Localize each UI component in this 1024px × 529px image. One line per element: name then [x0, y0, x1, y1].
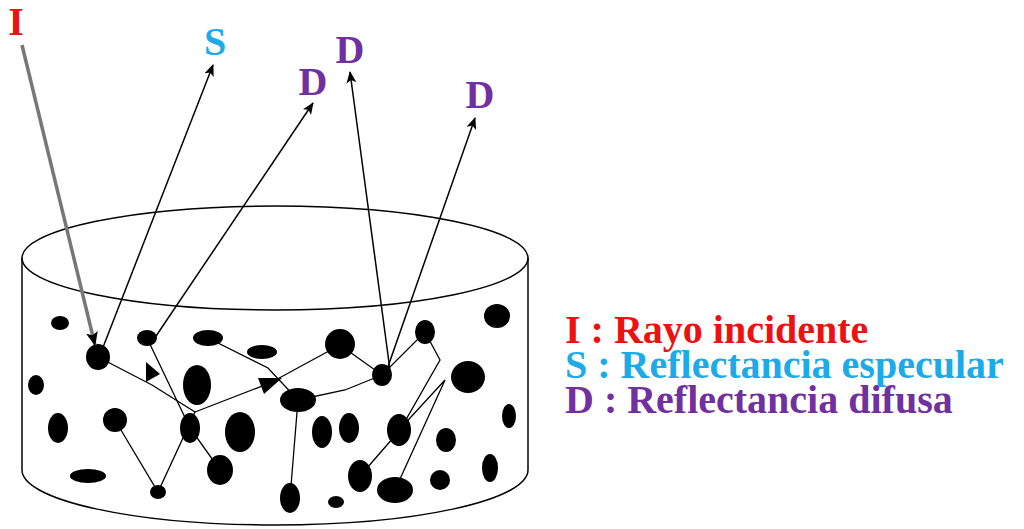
scatter-paths: [98, 332, 445, 498]
sample-cup: [22, 206, 528, 525]
legend-entry: S : Reflectancia especular: [565, 345, 1004, 385]
ray-label: D: [336, 30, 365, 70]
incident-ray: [22, 45, 95, 345]
legend-entry: D : Reflectancia difusa: [565, 380, 953, 420]
legend-entry: I : Rayo incidente: [565, 310, 868, 350]
scatter-arrowheads: [146, 362, 282, 394]
ray-label: D: [299, 62, 328, 102]
reflected-rays: [100, 65, 475, 378]
ray-label: I: [8, 2, 24, 42]
ray-label: D: [466, 75, 495, 115]
ray-label: S: [204, 22, 226, 62]
particles: [28, 304, 516, 513]
